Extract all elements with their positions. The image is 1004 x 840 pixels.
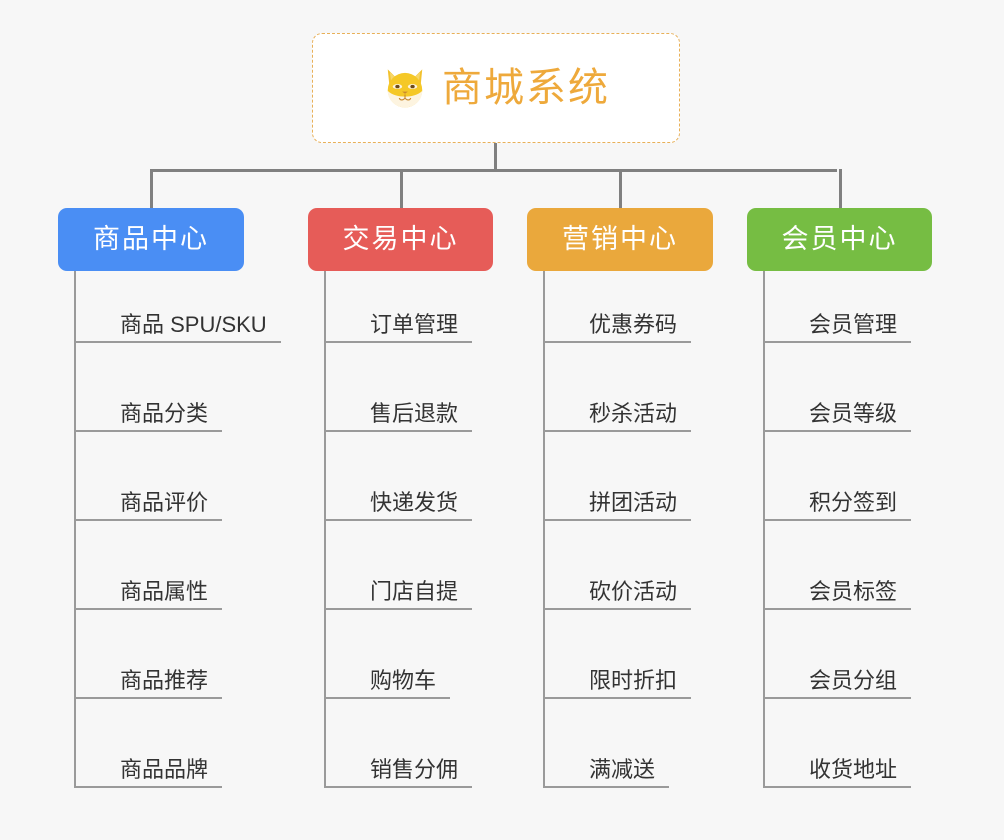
leaf-spine	[74, 271, 76, 788]
leaf-item-label: 会员等级	[809, 400, 898, 426]
connector-drop-3	[619, 169, 622, 209]
leaf-spine	[324, 271, 326, 788]
leaf-item[interactable]: 商品 SPU/SKU	[76, 291, 281, 343]
leaf-item[interactable]: 拼团活动	[545, 469, 692, 521]
branch-box-4[interactable]: 会员中心	[747, 208, 932, 271]
branch-label: 营销中心	[562, 224, 678, 254]
leaf-item-label: 商品评价	[120, 489, 209, 515]
leaf-item-label: 商品属性	[120, 578, 209, 604]
leaf-item-label: 积分签到	[809, 489, 898, 515]
leaf-item[interactable]: 会员等级	[765, 380, 912, 432]
leaf-item[interactable]: 积分签到	[765, 469, 912, 521]
leaf-item-label: 限时折扣	[589, 667, 678, 693]
leaf-item-label: 会员标签	[809, 578, 898, 604]
leaf-item-label: 满减送	[589, 756, 656, 782]
leaf-item-label: 门店自提	[370, 578, 459, 604]
leaf-item-label: 会员管理	[809, 311, 898, 337]
leaf-item-label: 商品 SPU/SKU	[120, 311, 267, 337]
leaf-item[interactable]: 会员分组	[765, 647, 912, 699]
leaf-item[interactable]: 满减送	[545, 736, 670, 788]
leaf-item[interactable]: 砍价活动	[545, 558, 692, 610]
root-node[interactable]: 商城系统	[312, 33, 680, 143]
branch-label: 商品中心	[93, 224, 209, 254]
leaf-item[interactable]: 售后退款	[326, 380, 473, 432]
leaf-item[interactable]: 秒杀活动	[545, 380, 692, 432]
connector-drop-4	[838, 169, 842, 209]
leaf-item-label: 商品分类	[120, 400, 209, 426]
leaf-item-label: 快递发货	[370, 489, 459, 515]
leaf-item-label: 拼团活动	[589, 489, 678, 515]
leaf-item[interactable]: 收货地址	[765, 736, 912, 788]
leaf-item[interactable]: 门店自提	[326, 558, 473, 610]
connector-horizontal-bus	[151, 169, 837, 172]
leaf-item[interactable]: 商品品牌	[76, 736, 223, 788]
branch-box-1[interactable]: 商品中心	[58, 208, 244, 271]
shiba-dog-face-icon	[387, 69, 423, 108]
leaf-spine	[763, 271, 765, 788]
leaf-item-label: 砍价活动	[589, 578, 678, 604]
branch-label: 交易中心	[342, 224, 459, 254]
leaf-item-label: 商品品牌	[120, 756, 209, 782]
leaf-item[interactable]: 会员标签	[765, 558, 912, 610]
leaf-item[interactable]: 限时折扣	[545, 647, 692, 699]
connector-drop-1	[150, 169, 153, 209]
leaf-item-label: 售后退款	[370, 400, 459, 426]
leaf-item-label: 销售分佣	[370, 756, 459, 782]
branch-box-2[interactable]: 交易中心	[308, 208, 493, 271]
leaf-item[interactable]: 订单管理	[326, 291, 473, 343]
leaf-item-label: 会员分组	[809, 667, 898, 693]
leaf-spine	[543, 271, 545, 788]
connector-drop-2	[399, 169, 403, 209]
leaf-item-label: 订单管理	[370, 311, 459, 337]
leaf-item-label: 购物车	[370, 667, 437, 693]
leaf-item-label: 商品推荐	[120, 667, 209, 693]
leaf-item-label: 秒杀活动	[589, 400, 678, 426]
branch-label: 会员中心	[781, 224, 898, 254]
branch-box-3[interactable]: 营销中心	[527, 208, 713, 271]
leaf-item[interactable]: 会员管理	[765, 291, 912, 343]
leaf-item[interactable]: 商品分类	[76, 380, 223, 432]
leaf-item[interactable]: 商品评价	[76, 469, 223, 521]
leaf-item[interactable]: 商品推荐	[76, 647, 223, 699]
root-label: 商城系统	[442, 66, 610, 110]
leaf-item[interactable]: 优惠券码	[545, 291, 692, 343]
connector-root-stem	[494, 143, 497, 171]
leaf-item[interactable]: 销售分佣	[326, 736, 473, 788]
leaf-item-label: 收货地址	[809, 756, 898, 782]
leaf-item[interactable]: 购物车	[326, 647, 451, 699]
leaf-item[interactable]: 商品属性	[76, 558, 223, 610]
leaf-item-label: 优惠券码	[589, 311, 678, 337]
leaf-item[interactable]: 快递发货	[326, 469, 473, 521]
